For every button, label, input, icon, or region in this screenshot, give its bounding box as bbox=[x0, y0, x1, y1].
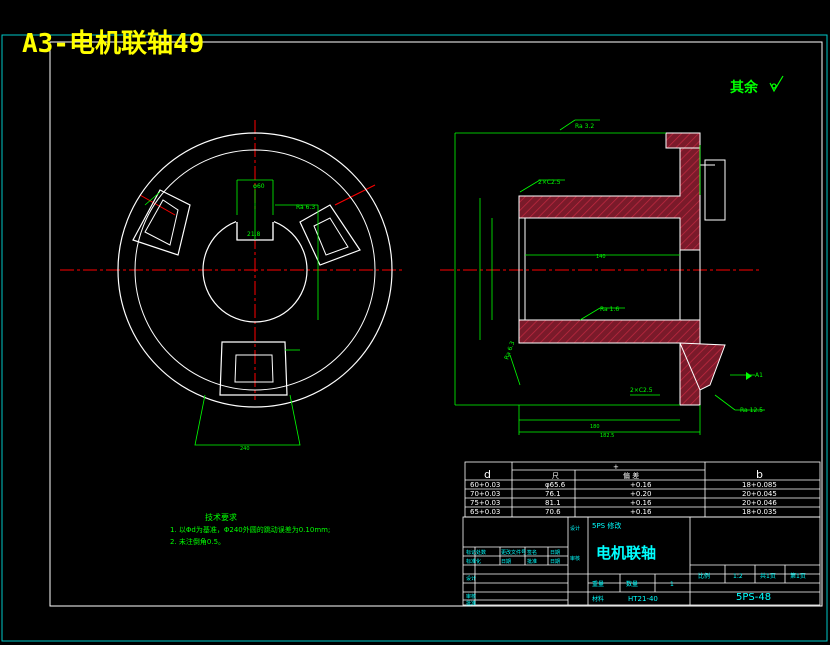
quantity-value: 1 bbox=[670, 581, 674, 588]
sheet-border-inner bbox=[49, 41, 823, 607]
table-header-size: 尺 bbox=[552, 472, 559, 480]
table-cell-r2-c4: 20+0.045 bbox=[742, 490, 777, 498]
table-header-b: b bbox=[756, 468, 763, 481]
sheet-label-1: 共1页 bbox=[760, 572, 776, 580]
table-cell-r4-c3: +0.16 bbox=[630, 508, 652, 516]
svg-text:240: 240 bbox=[240, 446, 250, 452]
sheet-label-2: 第1页 bbox=[790, 572, 806, 580]
material-value: HT21-40 bbox=[628, 595, 658, 603]
tech-req-heading: 技术要求 bbox=[205, 512, 237, 522]
tb-row-2-col-4: 日期 bbox=[550, 559, 560, 565]
tb-row-1-col-1: 标记处数 bbox=[466, 549, 486, 556]
table-cell-r4-c2: 70.6 bbox=[545, 508, 561, 516]
sheet-border-outer bbox=[1, 34, 828, 642]
part-name: 电机联轴 bbox=[596, 544, 656, 562]
weight-label: 重量 bbox=[592, 580, 604, 588]
tb-row-1-col-2: 更改文件号 bbox=[501, 549, 526, 556]
table-cell-r1-c1: 60+0.03 bbox=[470, 481, 500, 489]
chamfer-top-label: 2×C2.5 bbox=[538, 179, 561, 186]
table-cell-r1-c2: φ65.6 bbox=[545, 481, 566, 489]
tech-req-line-2: 2. 未注倒角0.5。 bbox=[170, 537, 225, 546]
table-cell-r4-c4: 18+0.035 bbox=[742, 508, 777, 516]
table-cell-r3-c3: +0.16 bbox=[630, 499, 652, 507]
tb-approver: 批准 bbox=[466, 600, 476, 607]
table-cell-r1-c3: +0.16 bbox=[630, 481, 652, 489]
table-cell-r2-c3: +0.20 bbox=[630, 490, 651, 498]
table-cell-r3-c4: 20+0.046 bbox=[742, 499, 777, 507]
table-cell-r4-c1: 65+0.03 bbox=[470, 508, 500, 516]
table-cell-r3-c1: 75+0.03 bbox=[470, 499, 500, 507]
roughness-ra125-label: Ra 12.5 bbox=[740, 407, 763, 414]
callout-a1: A1 bbox=[755, 372, 763, 379]
table-header-deviation: 偏 差 bbox=[623, 471, 639, 480]
title-block bbox=[462, 516, 821, 606]
svg-text:182.5: 182.5 bbox=[600, 433, 614, 439]
quantity-label: 数量 bbox=[626, 580, 638, 588]
tb-designer: 设计 bbox=[466, 575, 476, 582]
tech-req-line-1: 1. 以Φd为基准，Φ240外圆的跳动误差为0.10mm; bbox=[170, 525, 330, 534]
tb-row-1-col-3: 签名 bbox=[527, 549, 537, 556]
scale-value: 1:2 bbox=[733, 573, 743, 580]
table-cell-r2-c2: 76.1 bbox=[545, 490, 561, 498]
tb-check: 审核 bbox=[570, 555, 580, 562]
drawing-number: 5PS-48 bbox=[736, 592, 771, 603]
company-label: 5PS 修改 bbox=[592, 521, 621, 530]
roughness-ra63b-label: Ra 6.3 bbox=[503, 340, 516, 361]
table-cell-r2-c1: 70+0.03 bbox=[470, 490, 500, 498]
tb-row-1-col-4: 日期 bbox=[550, 550, 560, 556]
table-header-d: d bbox=[484, 468, 491, 481]
drawing-title: A3-电机联轴49 bbox=[22, 29, 204, 59]
table-cell-r1-c4: 18+0.085 bbox=[742, 481, 777, 489]
roughness-symbol-icon bbox=[769, 75, 784, 93]
section-view: Ra 3.2 2×C2.5 Ra 1.6 Ra 6.3 2×C2.5 Ra 12… bbox=[440, 119, 765, 439]
tb-row-2-col-2: 日期 bbox=[501, 559, 511, 565]
surface-note: 其余 bbox=[730, 79, 759, 96]
roughness-ra32-label: Ra 3.2 bbox=[575, 123, 594, 130]
tb-row-2-col-1: 标准化 bbox=[466, 558, 481, 565]
roughness-ra16-label: Ra 1.6 bbox=[600, 306, 619, 313]
tb-design: 设计 bbox=[570, 525, 580, 532]
front-view: φ60 21.8 Ra 6.3 240 bbox=[60, 120, 405, 452]
scale-label: 比例 bbox=[698, 572, 710, 580]
chamfer-bottom-label: 2×C2.5 bbox=[630, 387, 653, 394]
roughness-ra63-label: Ra 6.3 bbox=[296, 204, 315, 211]
table-header-plus: + bbox=[613, 463, 619, 471]
table-rows: 60+0.03 φ65.6 +0.16 18+0.085 70+0.03 76.1 +0.2… bbox=[470, 481, 777, 516]
svg-text:140: 140 bbox=[596, 254, 606, 260]
table-cell-r3-c2: 81.1 bbox=[545, 499, 561, 507]
svg-text:180: 180 bbox=[590, 424, 600, 430]
svg-text:φ60: φ60 bbox=[253, 183, 265, 190]
material-label: 材料 bbox=[592, 595, 604, 603]
svg-text:21.8: 21.8 bbox=[247, 231, 261, 238]
tb-row-2-col-3: 批准 bbox=[527, 558, 537, 565]
tb-auditor: 审核 bbox=[466, 593, 476, 600]
